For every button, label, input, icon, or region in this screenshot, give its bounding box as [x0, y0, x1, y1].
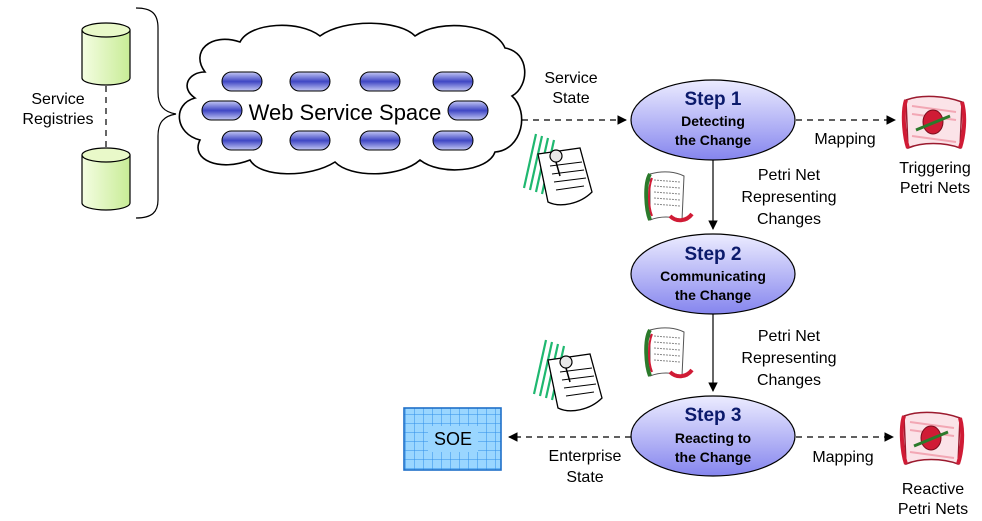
- triggering-line2: Petri Nets: [900, 180, 970, 197]
- reactive-line1: Reactive: [902, 481, 964, 498]
- petri-1-line1: Petri Net: [758, 167, 821, 184]
- step-2-title: Step 2: [684, 244, 741, 265]
- soe-label: SOE: [434, 429, 472, 449]
- enterprise-state-line2: State: [566, 469, 603, 486]
- mapping-bottom-label: Mapping: [812, 449, 873, 466]
- step-2-node: Step 2 Communicating the Change: [630, 233, 796, 315]
- service-pill-icon: [289, 71, 331, 92]
- web-service-space-cloud: Web Service Space: [178, 22, 526, 175]
- step-1-node: Step 1 Detecting the Change: [630, 79, 796, 161]
- service-pill-icon: [289, 130, 331, 151]
- petri-net-label-2: Petri Net Representing Changes: [741, 328, 836, 389]
- petri-net-scroll-icon: [899, 411, 965, 466]
- petri-1-line3: Changes: [757, 211, 821, 228]
- step-3-node: Step 3 Reacting to the Change: [630, 395, 796, 477]
- mapping-bottom-connector: Mapping: [796, 432, 894, 466]
- pushpin-note-icon: [522, 133, 593, 206]
- registries-brace: [135, 7, 177, 219]
- step-2-line1: Communicating: [660, 268, 766, 284]
- step-1-line1: Detecting: [681, 113, 745, 129]
- step-3-line1: Reacting to: [675, 430, 751, 446]
- petri-2-line2: Representing: [741, 350, 836, 367]
- step-2-line2: the Change: [675, 287, 751, 303]
- petri-1-line2: Representing: [741, 189, 836, 206]
- service-state-line2: State: [552, 90, 589, 107]
- triggering-line1: Triggering: [899, 160, 970, 177]
- service-pill-icon: [432, 71, 474, 92]
- petri-2-line1: Petri Net: [758, 328, 821, 345]
- database-cylinder-icon: [81, 147, 131, 211]
- step-1-line2: the Change: [675, 132, 751, 148]
- enterprise-state-connector: Enterprise State: [508, 432, 631, 486]
- service-pill-icons: [201, 71, 489, 151]
- service-registries: Service Registries: [22, 7, 177, 219]
- petri-2-line3: Changes: [757, 372, 821, 389]
- step-3-title: Step 3: [684, 405, 741, 426]
- pushpin-note-icon: [532, 339, 603, 412]
- service-pill-icon: [221, 130, 263, 151]
- service-pill-icon: [432, 130, 474, 151]
- mapping-top-label: Mapping: [814, 131, 875, 148]
- registries-label-line1: Service: [31, 91, 84, 108]
- cloud-title: Web Service Space: [249, 100, 442, 125]
- step-3-line2: the Change: [675, 449, 751, 465]
- scroll-document-icon: [644, 171, 694, 223]
- registries-label-line2: Registries: [22, 111, 93, 128]
- petri-net-label-1: Petri Net Representing Changes: [741, 167, 836, 228]
- reactive-line2: Petri Nets: [898, 501, 968, 518]
- scroll-document-icon: [644, 327, 694, 379]
- database-cylinder-icon: [81, 22, 131, 86]
- soe-box: SOE: [403, 407, 502, 471]
- service-pill-icon: [221, 71, 263, 92]
- service-pill-icon: [359, 130, 401, 151]
- service-state-line1: Service: [544, 70, 597, 87]
- mapping-top-connector: Mapping: [796, 115, 896, 148]
- service-pill-icon: [359, 71, 401, 92]
- service-pill-icon: [201, 100, 243, 121]
- petri-net-scroll-icon: [901, 95, 967, 150]
- enterprise-state-line1: Enterprise: [549, 448, 622, 465]
- service-state-connector: Service State: [522, 70, 627, 125]
- step-1-title: Step 1: [684, 89, 741, 110]
- service-pill-icon: [447, 100, 489, 121]
